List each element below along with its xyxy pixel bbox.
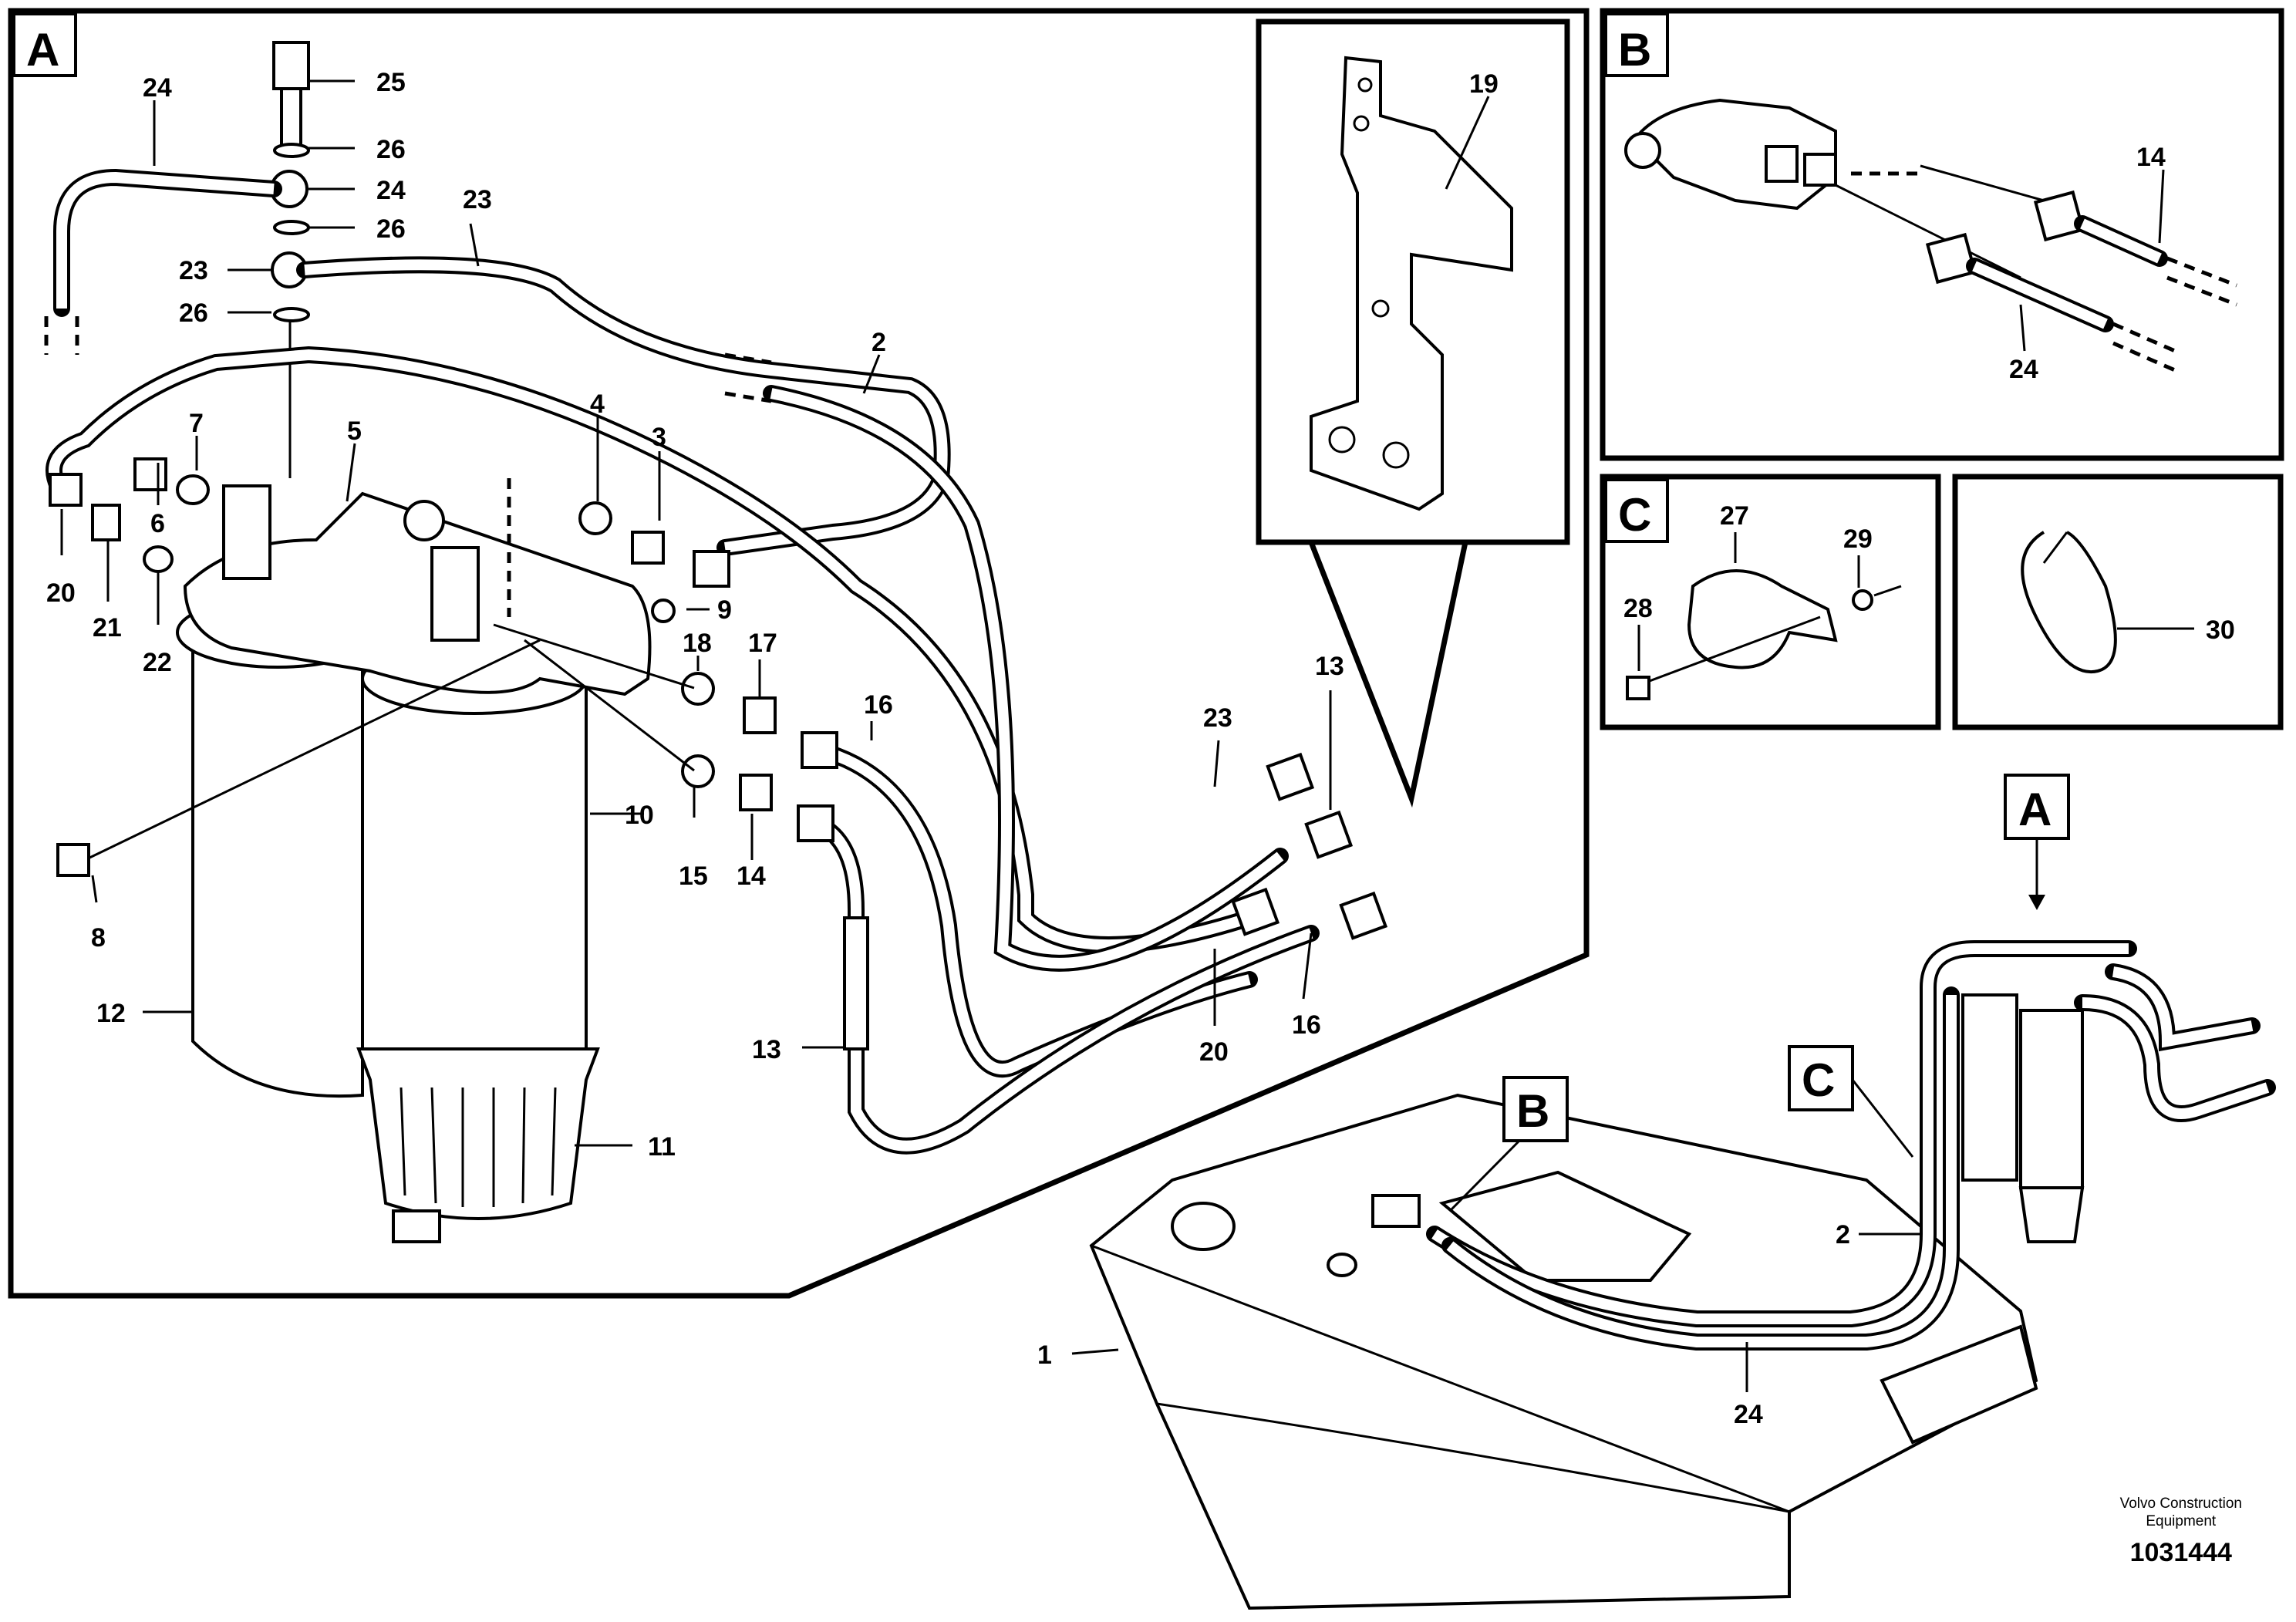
label-8: 8 <box>91 923 106 953</box>
panel-30-frame <box>1952 474 2284 730</box>
label-22: 22 <box>143 648 172 677</box>
label-26a: 26 <box>376 135 406 164</box>
label-28: 28 <box>1623 594 1653 623</box>
doc-number: 1031444 <box>2129 1538 2232 1567</box>
label-13b: 13 <box>1315 652 1344 681</box>
inset-19-frame <box>1256 19 1570 545</box>
label-30: 30 <box>2206 615 2235 645</box>
label-26c: 26 <box>179 298 208 328</box>
label-23c: 23 <box>1203 703 1232 733</box>
mini-filter-1 <box>1961 993 2018 1182</box>
bolt-25 <box>272 41 310 90</box>
label-b-24: 24 <box>2009 355 2038 384</box>
panel-a-letter: A <box>26 24 59 76</box>
label-6: 6 <box>150 509 165 538</box>
clamp-27 <box>1687 569 1838 669</box>
panel-b-frame <box>1600 8 2284 461</box>
brand-line-2: Equipment <box>2146 1513 2217 1529</box>
panel-a: A 19 <box>8 8 1590 1299</box>
brand-line-1: Volvo Construction <box>2119 1496 2242 1512</box>
panel-b-letter: B <box>1618 24 1651 76</box>
filter-12 <box>191 632 364 1098</box>
label-9: 9 <box>717 595 732 625</box>
fitting-17 <box>743 696 777 734</box>
label-21: 21 <box>93 613 122 642</box>
label-24b: 24 <box>376 176 406 205</box>
overview-label-24: 24 <box>1734 1400 1763 1429</box>
panel-c-letter: C <box>1618 489 1651 541</box>
bracket-19 <box>1310 56 1513 511</box>
filter-10 <box>361 679 588 1050</box>
label-18: 18 <box>683 629 712 658</box>
label-2: 2 <box>872 328 886 357</box>
cable-tie-30 <box>2021 531 2117 674</box>
label-29: 29 <box>1843 524 1873 554</box>
footer: Volvo Construction Equipment 1031444 <box>2120 1495 2242 1568</box>
fuel-tank-1 <box>1089 1093 2038 1610</box>
label-19: 19 <box>1469 69 1499 99</box>
water-bowl-11 <box>356 1047 600 1220</box>
label-14: 14 <box>737 862 766 891</box>
label-25: 25 <box>376 68 406 97</box>
screw-28 <box>1626 676 1650 700</box>
overview-label-1: 1 <box>1037 1340 1052 1370</box>
mini-filter-2 <box>2019 1009 2084 1189</box>
label-23a: 23 <box>463 185 492 214</box>
label-4: 4 <box>590 389 605 419</box>
label-7: 7 <box>189 409 204 438</box>
panel-c-frame <box>1600 474 1941 730</box>
panel-a-frame <box>8 8 1590 1299</box>
fitting-6 <box>133 457 167 491</box>
label-13a: 13 <box>752 1035 781 1064</box>
label-b-14: 14 <box>2136 143 2166 172</box>
fitting-14 <box>739 774 773 811</box>
label-3: 3 <box>652 423 666 452</box>
label-16b: 16 <box>1292 1010 1321 1040</box>
overview-letter-a: A <box>2018 784 2052 835</box>
bolt-8 <box>56 843 90 877</box>
panel-c: C 27 29 28 30 <box>1600 474 2284 730</box>
panel-b: B 14 24 <box>1600 8 2284 461</box>
label-11: 11 <box>648 1132 676 1162</box>
overview-letter-c: C <box>1802 1054 1835 1106</box>
fitting-21 <box>91 504 121 541</box>
panel-a-letter-box <box>12 12 77 77</box>
label-10: 10 <box>625 801 654 830</box>
overview-label-2: 2 <box>1836 1220 1850 1249</box>
label-17: 17 <box>748 629 777 658</box>
fitting-3 <box>631 531 665 565</box>
label-15: 15 <box>679 862 708 891</box>
label-20b: 20 <box>1199 1037 1229 1067</box>
label-24a: 24 <box>143 73 172 103</box>
label-26b: 26 <box>376 214 406 244</box>
overview-letter-b: B <box>1516 1085 1549 1137</box>
overview: A C B 1 2 24 <box>1037 774 2276 1610</box>
label-16a: 16 <box>864 690 893 720</box>
label-27: 27 <box>1720 501 1749 531</box>
inset-19-pointer <box>1308 541 1468 808</box>
label-5: 5 <box>347 416 362 446</box>
label-23b: 23 <box>179 256 208 285</box>
label-12: 12 <box>96 999 126 1028</box>
label-20a: 20 <box>46 578 76 608</box>
